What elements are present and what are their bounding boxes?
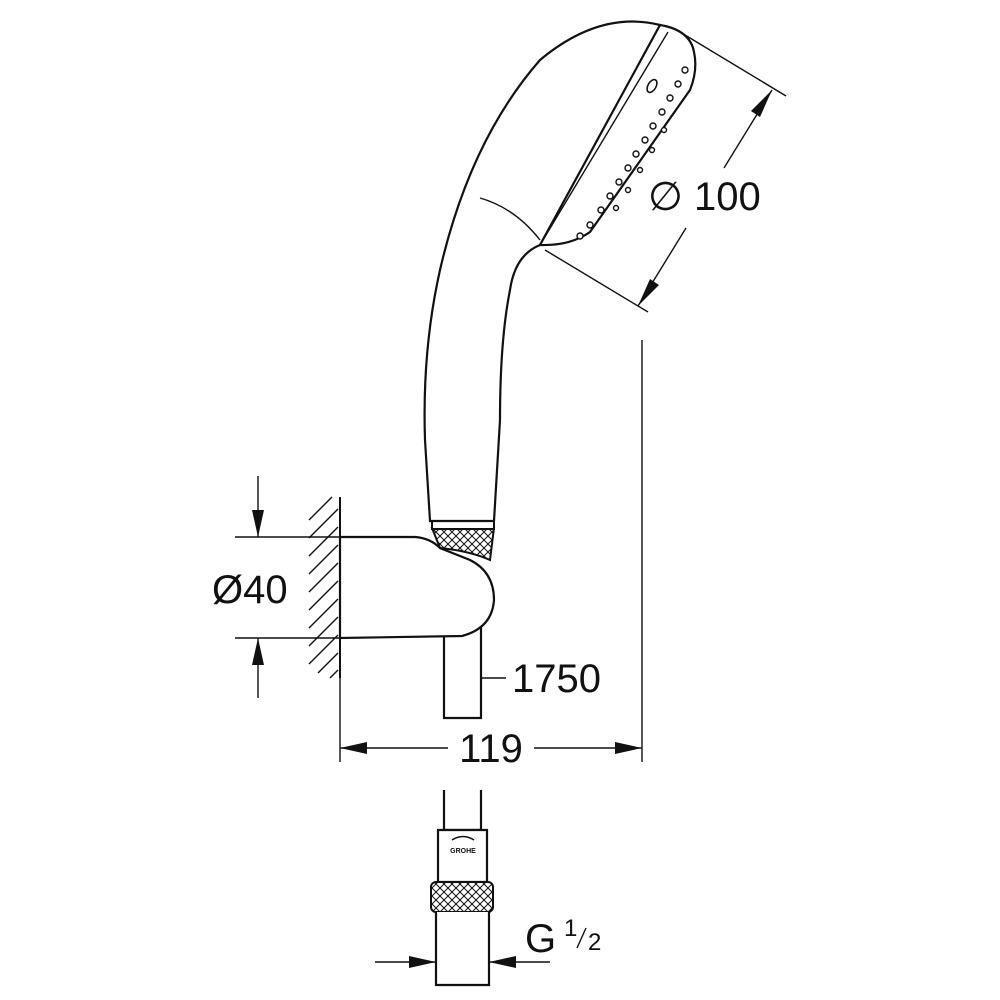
hose-nut xyxy=(430,881,494,913)
spray-indicator xyxy=(646,78,658,94)
hose-length-dimension: 1750 xyxy=(481,657,601,701)
handle-knurl xyxy=(430,527,496,562)
holder-diameter-label: Ø40 xyxy=(212,568,288,612)
holder-diameter-dimension: Ø40 xyxy=(212,476,340,698)
thread-prefix: G xyxy=(525,917,556,961)
thread-numerator: 1 xyxy=(564,915,577,942)
hose-end: GROHE xyxy=(430,790,494,987)
thread-dimension: G 1 2 xyxy=(375,915,601,968)
wall-holder xyxy=(338,520,496,640)
spray-diameter-label: ∅ 100 xyxy=(648,175,761,219)
hand-shower xyxy=(423,20,697,523)
projection-dimension: 119 xyxy=(339,340,643,771)
spray-diameter-dimension: ∅ 100 xyxy=(544,34,787,313)
hose-length-label: 1750 xyxy=(512,657,601,701)
logo-text: GROHE xyxy=(450,848,476,855)
logo: GROHE xyxy=(450,835,476,855)
thread-denominator: 2 xyxy=(588,929,601,956)
spray-nozzles xyxy=(576,66,689,240)
wall-hatching xyxy=(308,496,339,679)
projection-label: 119 xyxy=(459,727,523,771)
wall xyxy=(308,496,341,679)
